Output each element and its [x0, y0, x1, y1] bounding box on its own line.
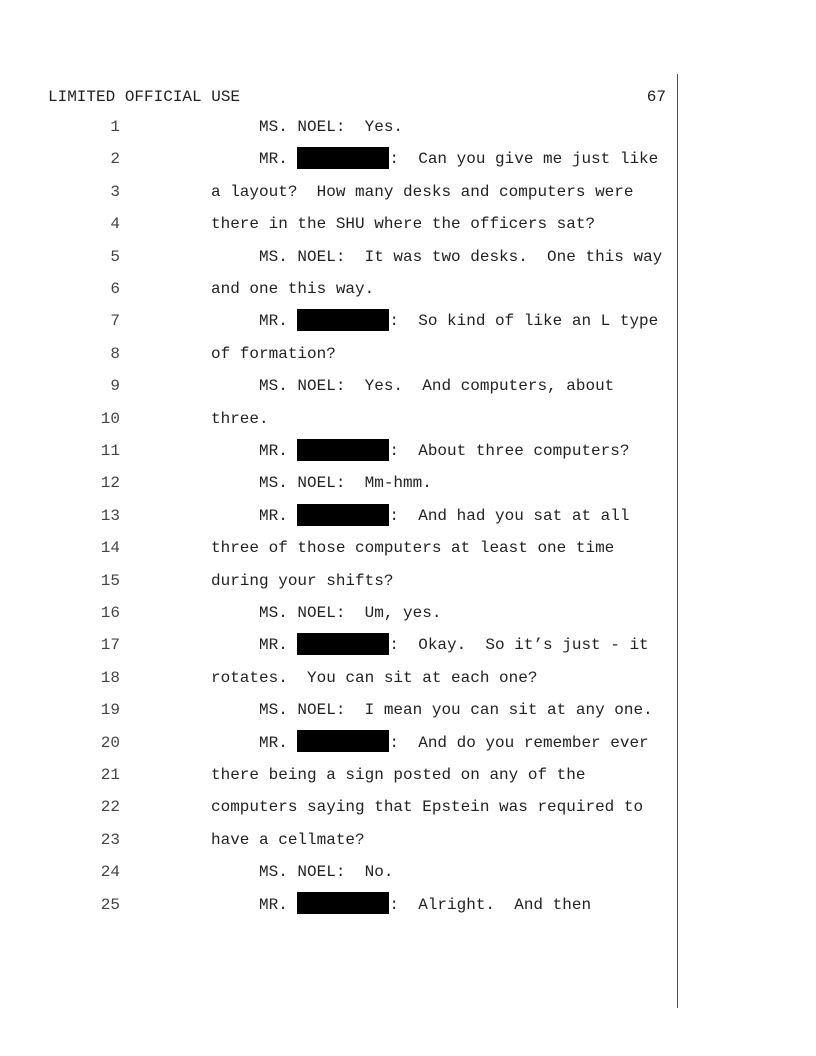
line-text: MS. NOEL: Um, yes.	[259, 602, 441, 624]
spoken-text: a layout? How many desks and computers w…	[211, 182, 634, 201]
speaker-label: MS. NOEL:	[259, 604, 346, 622]
speaker-label: MR.	[259, 733, 298, 752]
speaker-label: MS. NOEL:	[259, 863, 346, 882]
speaker-label: MS. NOEL:	[259, 247, 346, 266]
line-text: MR. : And had you sat at all	[259, 503, 630, 527]
line-text: MR. : Okay. So it’s just - it	[259, 633, 649, 656]
spoken-text: there being a sign posted on any of the	[211, 766, 586, 784]
line-number: 15	[100, 571, 120, 590]
redaction-box	[297, 503, 390, 526]
speaker-label: MS. NOEL:	[259, 474, 346, 493]
line-number: 25	[100, 895, 120, 914]
spoken-text: : About three computers?	[389, 442, 630, 460]
speaker-label: MS. NOEL:	[259, 118, 346, 136]
spoken-text: and one this way.	[211, 280, 375, 298]
spoken-text: : And had you sat at all	[389, 506, 630, 525]
redaction-box	[297, 438, 390, 461]
spoken-text: Um, yes.	[345, 604, 442, 622]
line-number: 18	[100, 668, 120, 687]
redaction-box	[297, 633, 390, 656]
spoken-text: I mean you can sit at any one.	[345, 701, 653, 720]
redaction-box	[297, 147, 390, 170]
line-number: 8	[110, 344, 120, 363]
page-number: 67	[646, 88, 666, 106]
line-number: 2	[110, 150, 120, 169]
spoken-text: : Okay. So it’s just - it	[389, 636, 649, 655]
line-text: MS. NOEL: Yes.	[259, 116, 403, 138]
speaker-label: MS. NOEL:	[259, 701, 346, 720]
speaker-label: MS. NOEL:	[259, 377, 346, 396]
spoken-text: during your shifts?	[211, 571, 394, 590]
spoken-text: It was two desks. One this way	[345, 247, 663, 266]
line-text: MS. NOEL: Mm-hmm.	[259, 472, 432, 494]
line-number: 24	[100, 863, 120, 882]
speaker-label: MR.	[259, 312, 298, 331]
line-number: 23	[100, 830, 120, 849]
line-number: 22	[100, 798, 120, 817]
line-text: of formation?	[211, 343, 336, 365]
line-number: 5	[110, 247, 120, 266]
spoken-text: of formation?	[211, 344, 336, 363]
line-text: MS. NOEL: I mean you can sit at any one.	[259, 699, 653, 721]
line-number: 1	[110, 118, 120, 136]
line-text: MR. : So kind of like an L type	[259, 309, 659, 332]
spoken-text: there in the SHU where the officers sat?	[211, 215, 596, 234]
line-number: 3	[110, 182, 120, 201]
spoken-text: : Alright. And then	[389, 895, 592, 914]
redaction-box	[297, 892, 390, 915]
line-text: MR. : Can you give me just like	[259, 147, 659, 170]
line-number: 12	[100, 474, 120, 493]
line-number: 20	[100, 733, 120, 752]
line-text: MR. : And do you remember ever	[259, 730, 649, 754]
line-text: MS. NOEL: It was two desks. One this way	[259, 246, 662, 268]
spoken-text: : And do you remember ever	[389, 733, 649, 752]
line-number: 16	[100, 604, 120, 622]
speaker-label: MR.	[259, 506, 298, 525]
speaker-label: MR.	[259, 636, 298, 655]
line-number: 7	[110, 312, 120, 331]
spoken-text: Yes.	[345, 118, 404, 136]
spoken-text: three.	[211, 409, 269, 428]
line-number: 17	[100, 636, 120, 655]
line-text: three.	[211, 408, 269, 430]
spoken-text: Yes. And computers, about	[345, 377, 615, 396]
line-text: three of those computers at least one ti…	[211, 537, 614, 559]
margin-rule	[677, 74, 678, 1008]
line-number: 13	[100, 506, 120, 525]
line-text: MS. NOEL: No.	[259, 861, 393, 883]
spoken-text: : Can you give me just like	[389, 150, 659, 169]
speaker-label: MR.	[259, 150, 298, 169]
spoken-text: three of those computers at least one ti…	[211, 539, 615, 558]
line-number: 14	[100, 539, 120, 558]
line-number: 19	[100, 701, 120, 720]
line-text: rotates. You can sit at each one?	[211, 667, 537, 689]
line-text: a layout? How many desks and computers w…	[211, 181, 633, 203]
spoken-text: : So kind of like an L type	[389, 312, 659, 331]
speaker-label: MR.	[259, 442, 298, 460]
line-number: 9	[110, 377, 120, 396]
line-text: computers saying that Epstein was requir…	[211, 796, 643, 818]
line-number: 21	[100, 766, 120, 784]
spoken-text: computers saying that Epstein was requir…	[211, 798, 644, 817]
line-text: MR. : About three computers?	[259, 438, 630, 462]
line-number: 4	[110, 215, 120, 234]
redaction-box	[297, 730, 390, 753]
line-number: 11	[100, 442, 120, 460]
speaker-label: MR.	[259, 895, 298, 914]
line-text: and one this way.	[211, 278, 374, 300]
spoken-text: rotates. You can sit at each one?	[211, 668, 538, 687]
redaction-box	[297, 309, 390, 332]
line-text: there being a sign posted on any of the	[211, 764, 585, 786]
line-text: have a cellmate?	[211, 829, 365, 851]
spoken-text: No.	[345, 863, 394, 882]
line-text: MS. NOEL: Yes. And computers, about	[259, 375, 614, 397]
line-text: during your shifts?	[211, 570, 393, 592]
line-number: 10	[100, 409, 120, 428]
line-text: MR. : Alright. And then	[259, 892, 592, 916]
line-number: 6	[110, 280, 120, 298]
classification-header: LIMITED OFFICIAL USE	[48, 88, 241, 106]
spoken-text: have a cellmate?	[211, 830, 365, 849]
line-text: there in the SHU where the officers sat?	[211, 213, 595, 235]
spoken-text: Mm-hmm.	[345, 474, 432, 493]
